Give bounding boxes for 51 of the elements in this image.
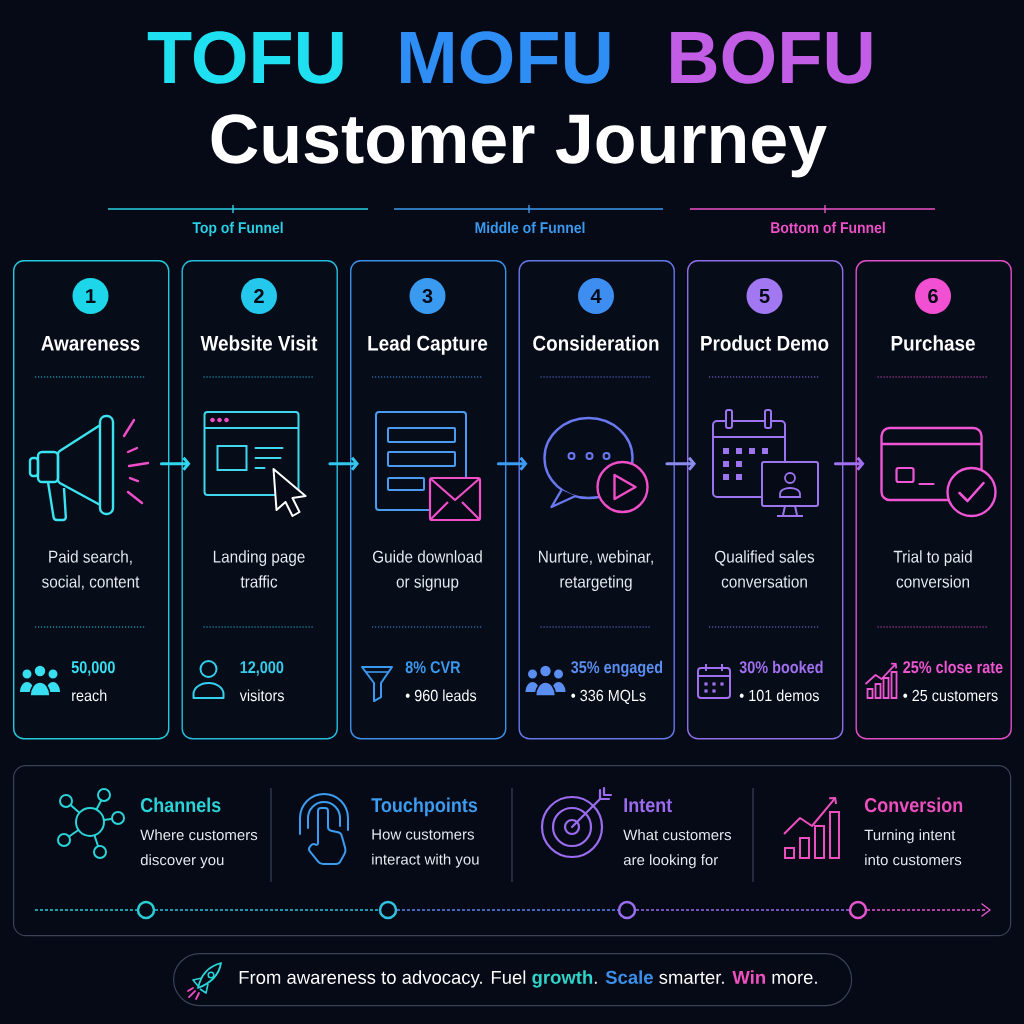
section-heading: Intent xyxy=(624,798,672,813)
step-badge: 5 xyxy=(746,278,783,314)
metric-value: 12,000 xyxy=(240,661,284,676)
metric-value: 8% CVR xyxy=(405,661,461,674)
arrow xyxy=(496,456,528,471)
section-description: What customers are looking for xyxy=(623,829,731,869)
step-badge: 1 xyxy=(72,278,109,314)
section-heading: Channels xyxy=(140,797,221,813)
step-title: Consideration xyxy=(533,335,659,351)
metric-value: 30% booked xyxy=(739,660,823,674)
section-description: How customers interact with you xyxy=(372,829,479,868)
step-title: Website Visit xyxy=(200,335,318,351)
metric-detail: • 960 leads xyxy=(405,689,477,702)
step-badge: 3 xyxy=(409,278,446,314)
step-description: Landing page traffic xyxy=(213,550,305,588)
stage-label: Bottom of Funnel xyxy=(771,221,885,234)
arrow xyxy=(328,456,359,471)
section-description: Where customers discover you xyxy=(140,829,258,869)
step-title: Purchase xyxy=(891,335,975,351)
metric-value: 35% engaged xyxy=(571,660,663,677)
step-title: Awareness xyxy=(41,336,140,351)
step-badge: 4 xyxy=(578,278,614,314)
step-title: Product Demo xyxy=(701,335,829,351)
step-description: Guide download or signup xyxy=(373,550,482,592)
arrow xyxy=(159,456,191,471)
metric-value: 25% close rate xyxy=(903,660,1003,674)
title-word: MOFU xyxy=(401,31,610,84)
step-description: Nurture, webinar, retargeting xyxy=(539,550,653,592)
section-description: Turning intent into customers xyxy=(864,829,962,866)
metric-detail: reach xyxy=(72,689,107,702)
title-word: TOFU xyxy=(147,31,343,84)
step-badge: 6 xyxy=(915,278,951,314)
tagline-banner: From awareness to advocacy. Fuel growth. Scale smarter. Win more. xyxy=(173,953,853,1007)
step-badge: 2 xyxy=(241,278,277,314)
title: Customer Journey xyxy=(211,114,827,178)
metric-detail: visitors xyxy=(239,689,284,702)
arrow xyxy=(665,456,696,471)
metric-detail: • 101 demos xyxy=(739,689,819,702)
metric-value: 50,000 xyxy=(71,661,115,676)
section-heading: Conversion xyxy=(864,797,963,813)
title-word: BOFU xyxy=(671,31,872,84)
step-description: Paid search, social, content xyxy=(42,550,140,590)
metric-detail: • 25 customers xyxy=(903,689,998,702)
arrow xyxy=(833,456,865,471)
step-description: Trial to paid conversion xyxy=(893,550,972,588)
step-description: Qualified sales conversation xyxy=(715,550,815,588)
step-title: Lead Capture xyxy=(368,335,488,355)
metric-detail: • 336 MQLs xyxy=(571,689,646,705)
stage-label: Top of Funnel xyxy=(192,221,283,237)
section-heading: Touchpoints xyxy=(371,797,478,817)
stage-label: Middle of Funnel xyxy=(475,221,585,234)
